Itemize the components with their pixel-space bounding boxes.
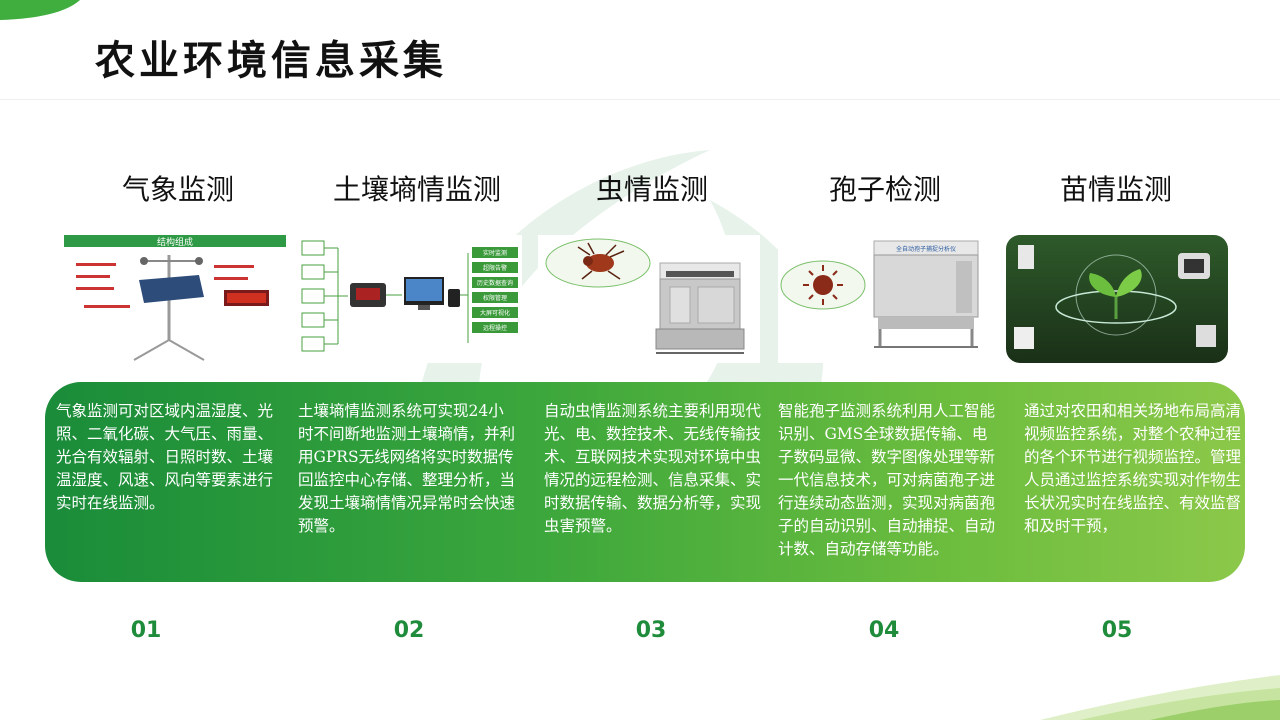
page-title: 农业环境信息采集 — [95, 37, 447, 84]
col-title-spore: 孢子检测 — [828, 173, 941, 206]
seedling-icon — [1006, 235, 1228, 363]
spore-device-icon: 全自动孢子捕捉分析仪 — [780, 240, 979, 348]
header-bar — [0, 0, 1280, 100]
spore-device-label: 全自动孢子捕捉分析仪 — [896, 245, 956, 253]
corner-swoosh-decoration — [1040, 675, 1280, 720]
soil-system-icon: 实时监测 超限告警 历史数据查询 权限管理 大屏可视化 远程操控 — [301, 240, 518, 352]
weather-banner-label: 结构组成 — [157, 236, 193, 248]
weather-station-image: 结构组成 — [64, 235, 286, 363]
desc-soil: 土壤墒情监测系统可实现24小时不间断地监测土壤墒情，并利用GPRS无线网络将实时… — [298, 402, 516, 535]
number-01: 01 — [130, 618, 162, 643]
pest-monitor-image — [538, 235, 760, 363]
desc-spore: 智能孢子监测系统利用人工智能识别、GMS全球数据传输、电子数码显微、数字图像处理… — [778, 402, 996, 558]
number-05: 05 — [1101, 618, 1133, 643]
soil-diagram-image: 实时监测 超限告警 历史数据查询 权限管理 大屏可视化 远程操控 — [300, 235, 522, 363]
desc-seedling: 通过对农田和相关场地布局高清视频监控系统，对整个农种过程的各个环节进行视频监控。… — [1024, 402, 1242, 535]
seedling-monitor-image — [1006, 235, 1228, 363]
col-title-seedling: 苗情监测 — [1059, 173, 1172, 206]
soil-menu-item: 历史数据查询 — [477, 279, 513, 287]
soil-menu-item: 权限管理 — [483, 294, 507, 302]
spore-analyzer-image: 全自动孢子捕捉分析仪 — [778, 235, 1000, 363]
col-title-soil: 土壤墒情监测 — [332, 173, 501, 206]
soil-menu-item: 超限告警 — [483, 264, 507, 272]
soil-menu-item: 远程操控 — [483, 324, 507, 332]
description-band — [45, 382, 1245, 582]
col-title-weather: 气象监测 — [121, 173, 234, 206]
number-02: 02 — [393, 618, 425, 643]
soil-menu-item: 大屏可视化 — [480, 309, 510, 317]
col-title-pest: 虫情监测 — [595, 173, 708, 206]
soil-menu-item: 实时监测 — [483, 249, 507, 257]
corner-leaf-decoration — [0, 0, 80, 20]
pest-trap-icon — [545, 238, 745, 354]
number-03: 03 — [635, 618, 667, 643]
desc-pest: 自动虫情监测系统主要利用现代光、电、数控技术、无线传输技术、互联网技术实现对环境… — [544, 402, 762, 535]
desc-weather: 气象监测可对区域内温湿度、光照、二氧化碳、大气压、雨量、光合有效辐射、日照时数、… — [56, 402, 274, 512]
number-04: 04 — [868, 618, 900, 643]
weather-station-icon: 结构组成 — [64, 235, 286, 361]
